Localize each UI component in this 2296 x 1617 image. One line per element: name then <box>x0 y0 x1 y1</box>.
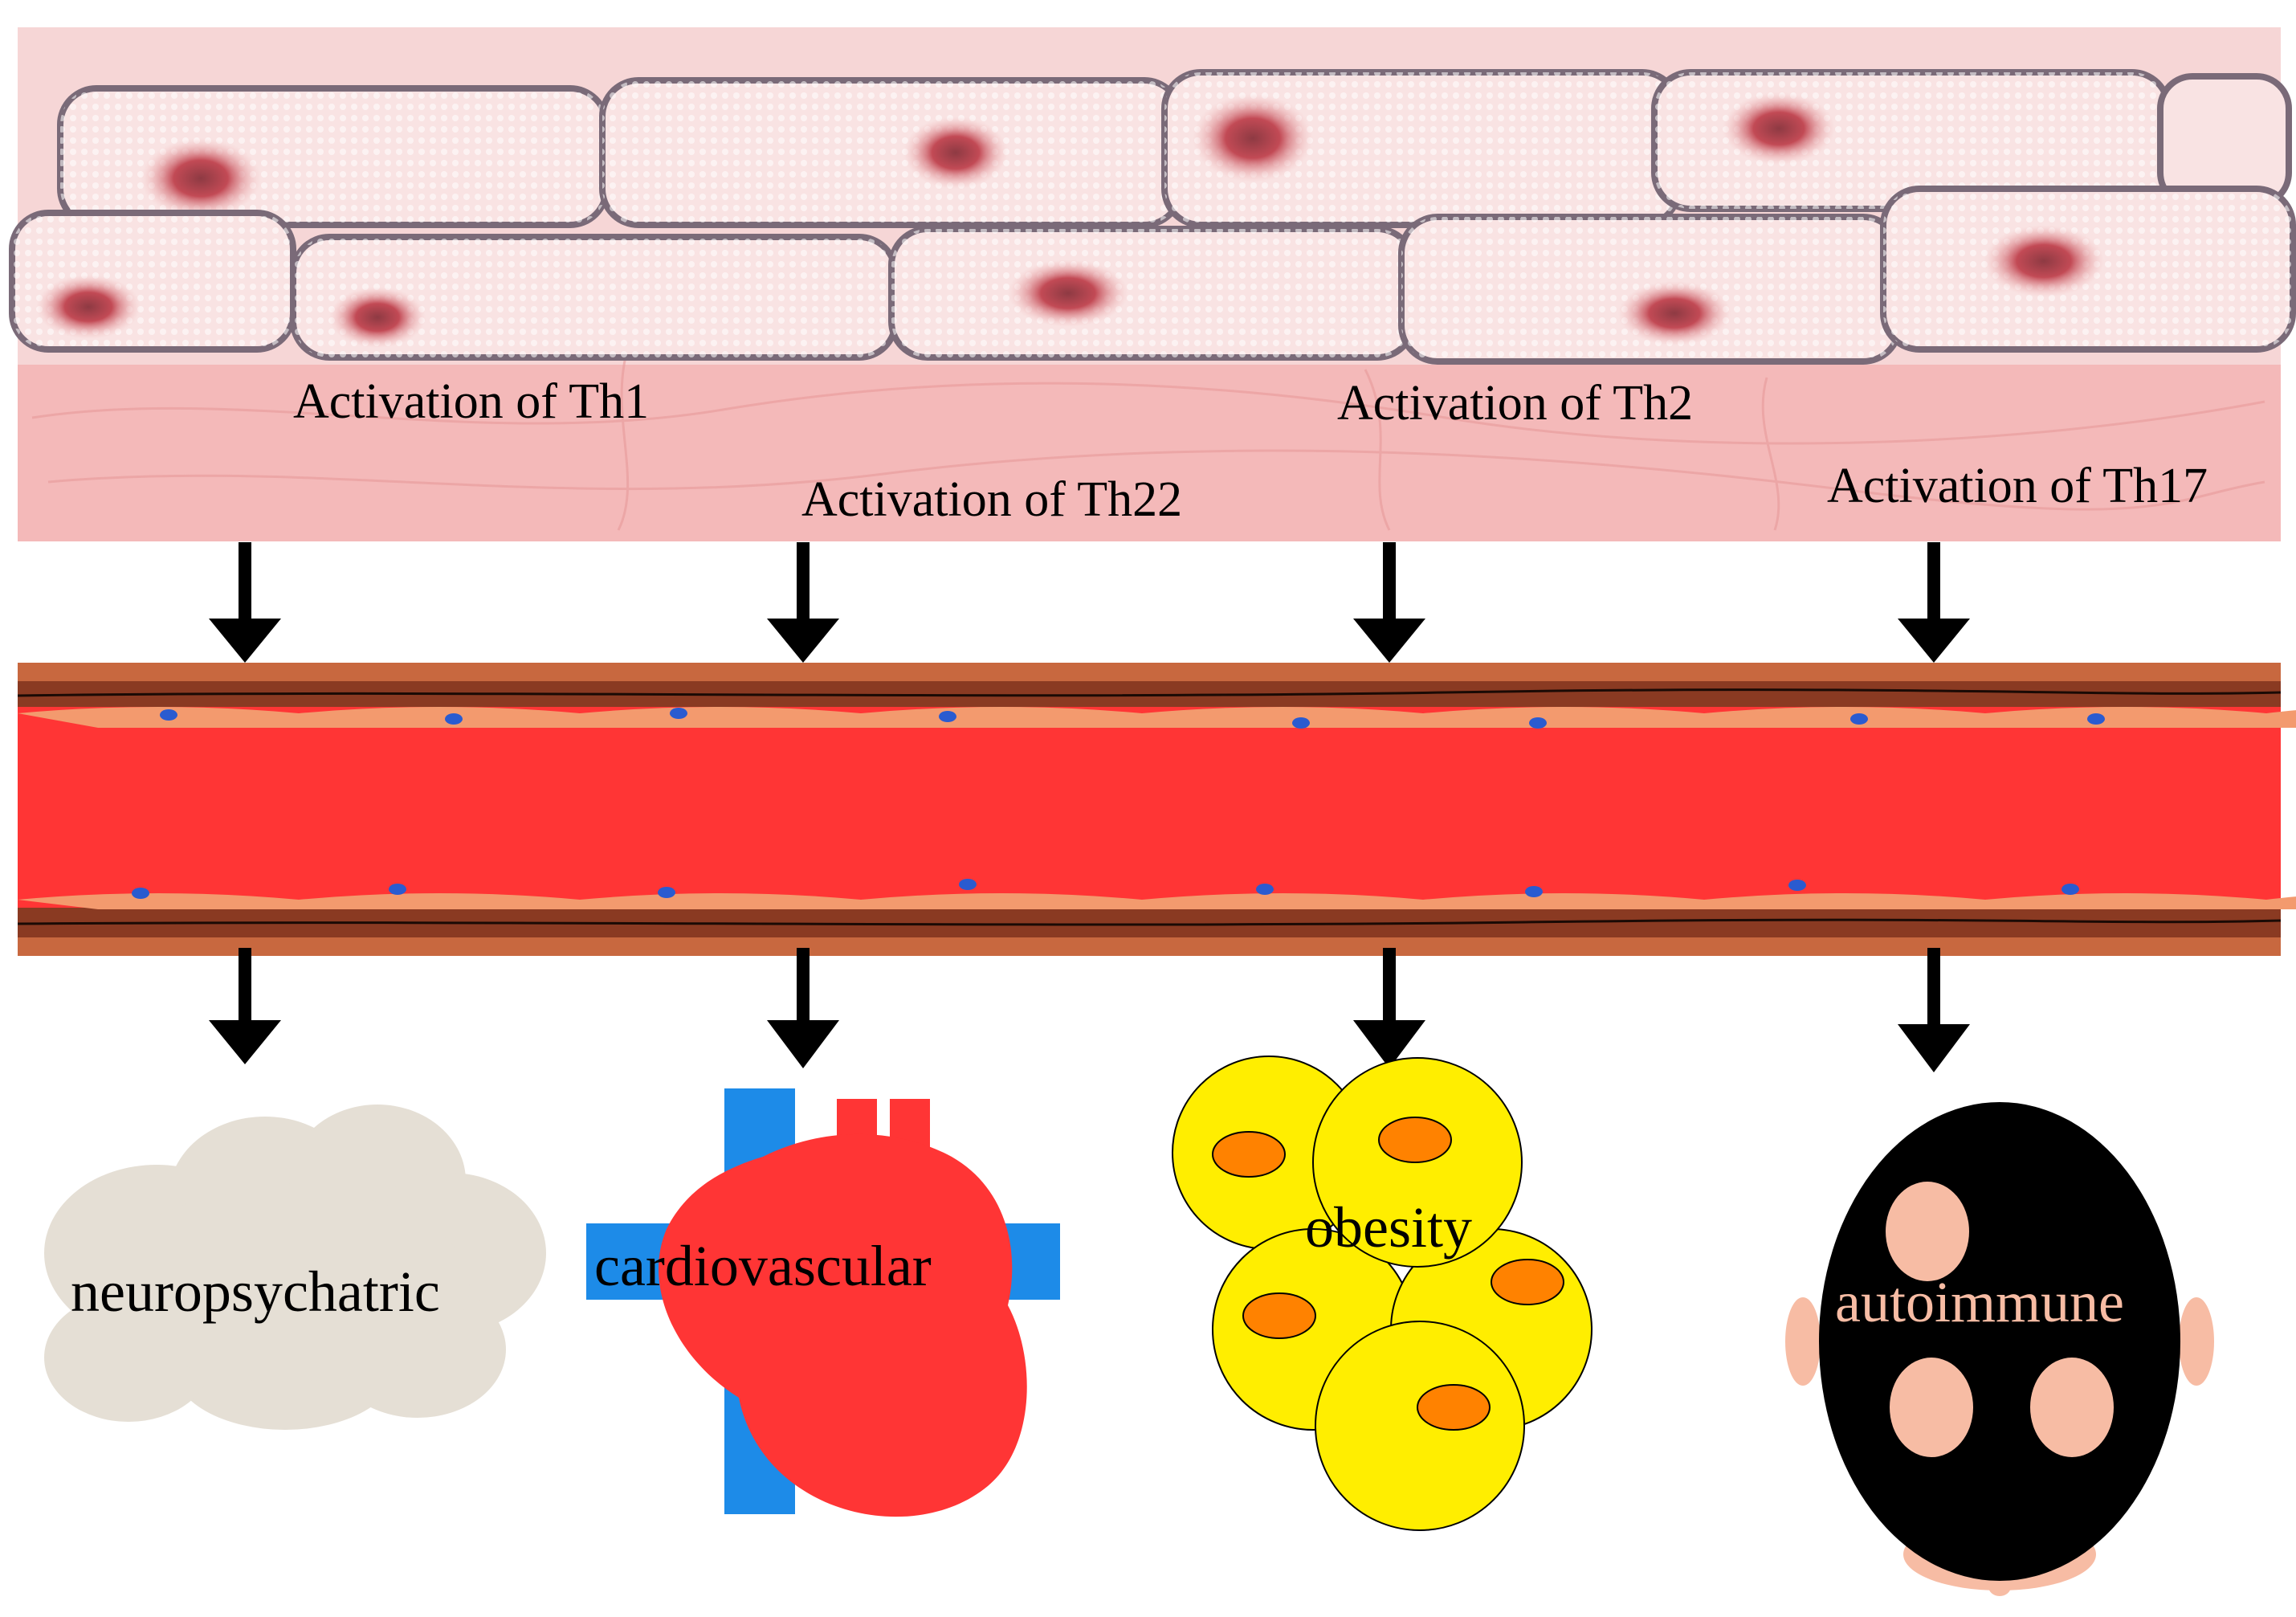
obesity-outcome: obesity <box>1172 1056 1593 1531</box>
blood-lumen <box>18 707 2281 908</box>
skin-cell <box>599 77 1184 228</box>
arrow-down-icon <box>767 948 839 1068</box>
outcome-label-obesity: obesity <box>1305 1195 1472 1260</box>
activation-label-th17: Activation of Th17 <box>1827 459 2208 513</box>
blood-vessel <box>17 663 2296 956</box>
skin-cell <box>888 226 1417 361</box>
activation-label-th2: Activation of Th2 <box>1337 376 1693 431</box>
endothelium-bottom <box>18 893 2296 909</box>
activation-label-th1: Activation of Th1 <box>293 374 649 429</box>
skin-cell <box>9 210 296 353</box>
outcome-label-autoimmune: autoimmune <box>1835 1270 2124 1334</box>
arrow-down-icon <box>1898 948 1970 1072</box>
arrow-down-icon <box>1353 948 1425 1068</box>
endothelium-top <box>18 707 2296 728</box>
cardiovascular-outcome: cardiovascular <box>586 1088 1060 1517</box>
alopecia-head-icon <box>1785 1102 2214 1596</box>
fat-cells-icon <box>1172 1056 1593 1531</box>
lower-arrows <box>209 948 1970 1072</box>
skin-cell <box>1880 186 2296 353</box>
heart-icon <box>586 1088 1060 1517</box>
skin-cell <box>1398 214 1902 365</box>
arrow-down-icon <box>1353 542 1425 663</box>
activation-label-th22: Activation of Th22 <box>801 472 1182 527</box>
skin-cell <box>1161 69 1682 228</box>
skin-cell <box>57 85 610 228</box>
endothelial-nuclei <box>132 708 2105 899</box>
arrow-down-icon <box>1898 542 1970 663</box>
dermis-fibers <box>31 353 2265 531</box>
autoimmune-outcome: autoimmune <box>1785 1102 2214 1596</box>
vessel-wall-fibers <box>17 688 2282 926</box>
outcome-label-cardiovascular: cardiovascular <box>594 1234 932 1298</box>
skin-tissue-panel: Activation of Th1 Activation of Th22 Act… <box>9 27 2296 541</box>
arrow-down-icon <box>209 948 281 1064</box>
upper-arrows <box>209 542 1970 663</box>
outcome-label-neuropsychiatric: neuropsychatric <box>71 1260 440 1324</box>
arrow-down-icon <box>767 542 839 663</box>
epidermal-cells <box>9 69 2296 365</box>
arrow-down-icon <box>209 542 281 663</box>
skin-cell <box>290 234 899 361</box>
brain-cloud-icon <box>44 1105 546 1430</box>
neuropsychiatric-outcome: neuropsychatric <box>44 1105 546 1430</box>
